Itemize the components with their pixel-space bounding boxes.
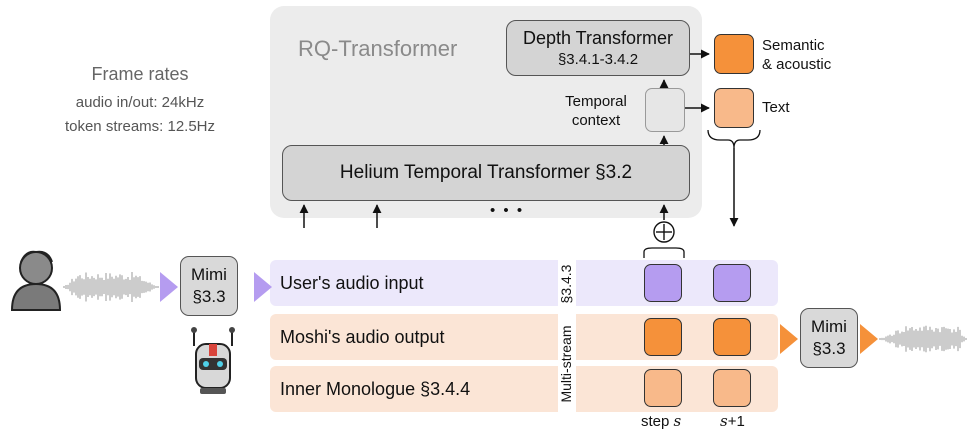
moshi-audio-stream [270,314,778,360]
ellipsis-dots: • • • [490,202,525,219]
waveform-input [63,272,159,302]
helium-temporal-transformer-box: Helium Temporal Transformer §3.2 [282,145,690,201]
inner-monologue-label: Inner Monologue §3.4.4 [280,379,471,399]
helium-temporal-transformer-label: Helium Temporal Transformer §3.2 [339,162,633,183]
next-suffix: +1 [727,413,745,430]
mimi-decoder-box: Mimi §3.3 [800,308,858,368]
semantic-label-line2: & acoustic [762,56,832,73]
next-var: s [720,412,728,430]
output-brace [707,129,761,149]
step-var: s [673,412,682,430]
monologue-token-step-s [644,369,682,407]
output-arrowhead-2 [860,324,878,354]
mimi-encoder-section: §3.3 [192,287,226,306]
frame-rate-audio: audio in/out: 24kHz [75,94,205,111]
step-s-label: step s [641,412,681,430]
semantic-acoustic-token [714,34,754,74]
moshi-audio-label: Moshi's audio output [280,327,445,347]
temporal-context-label: Temporal context [556,92,636,130]
monologue-token-step-s1 [713,369,751,407]
inner-monologue-stream [270,366,778,412]
output-arrowhead-1 [780,324,798,354]
mimi-decoder-section: §3.3 [812,339,846,358]
waveform-output [879,325,967,353]
sum-bracket [643,247,685,258]
depth-transformer-section: §3.4.1-3.4.2 [557,51,639,68]
input-arrowhead-2 [254,272,272,302]
mimi-decoder-label: Mimi [811,317,847,336]
frame-rates-title: Frame rates [91,64,189,84]
mimi-encoder-box: Mimi §3.3 [180,256,238,316]
text-label: Text [762,99,790,116]
input-arrowhead-1 [160,272,178,302]
semantic-label-line1: Semantic [762,37,825,54]
depth-transformer-label: Depth Transformer [522,28,674,48]
moshi-token-step-s [644,318,682,356]
user-audio-stream [270,260,778,306]
robot-icon [191,327,235,394]
rq-transformer-title: RQ-Transformer [298,36,458,61]
temporal-context-line2: context [571,112,621,129]
mimi-encoder-label: Mimi [191,265,227,284]
step-prefix: step [641,413,674,430]
user-token-step-s1 [713,264,751,302]
multistream-divider [558,260,576,412]
temporal-context-box [645,88,685,132]
frame-rate-tokens: token streams: 12.5Hz [64,118,216,135]
user-token-step-s [644,264,682,302]
semantic-acoustic-label: Semantic & acoustic [762,36,831,74]
depth-transformer-box: Depth Transformer §3.4.1-3.4.2 [506,20,690,76]
step-s1-label: s+1 [720,412,745,430]
temporal-context-line1: Temporal [565,93,627,110]
user-icon [10,250,62,311]
user-audio-label: User's audio input [280,273,424,293]
sum-icon [653,221,675,243]
moshi-token-step-s1 [713,318,751,356]
text-token [714,88,754,128]
